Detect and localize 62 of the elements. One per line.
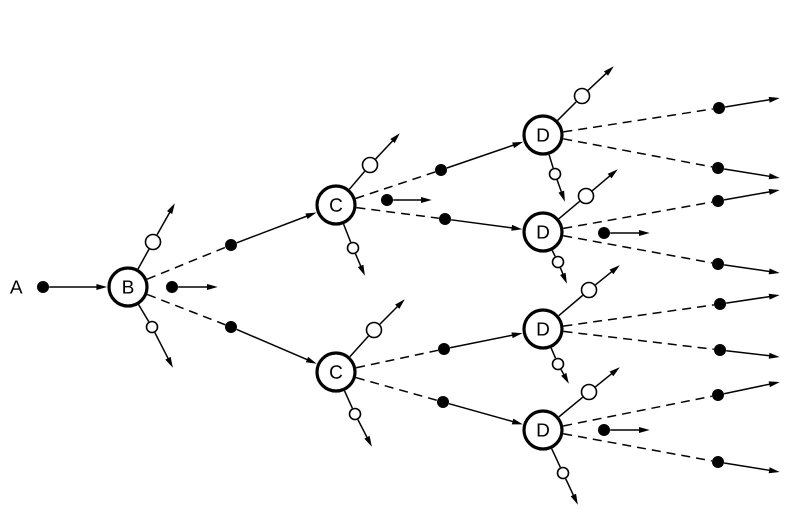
dot xyxy=(225,321,237,333)
line xyxy=(137,248,150,270)
dot xyxy=(712,456,724,468)
line xyxy=(138,304,150,322)
dashed-line xyxy=(356,350,438,368)
open-circle xyxy=(578,188,594,204)
dot xyxy=(439,213,451,225)
line xyxy=(548,154,554,168)
open-circle xyxy=(552,358,564,370)
open-circle xyxy=(346,242,360,254)
open-circle xyxy=(574,88,590,104)
open-circle xyxy=(580,282,598,298)
dashed-line xyxy=(563,138,712,168)
dot xyxy=(598,227,610,239)
dashed-line xyxy=(355,171,436,200)
dot xyxy=(714,344,726,356)
open-circle xyxy=(146,320,158,334)
dot xyxy=(37,281,49,293)
dashed-line xyxy=(356,376,438,402)
dashed-line xyxy=(563,234,712,264)
dot xyxy=(712,195,724,207)
dashed-line xyxy=(563,201,712,230)
dot xyxy=(435,164,447,176)
open-circle xyxy=(362,156,378,174)
dot xyxy=(712,389,724,401)
dashed-line xyxy=(563,432,712,462)
dashed-line xyxy=(146,246,226,280)
line xyxy=(551,448,562,468)
dot xyxy=(598,424,610,436)
line xyxy=(344,390,354,409)
dashed-line xyxy=(146,294,226,326)
line xyxy=(349,336,369,358)
open-circle xyxy=(366,322,382,338)
dot xyxy=(713,102,725,114)
dashed-line xyxy=(356,206,439,219)
dot xyxy=(438,343,450,355)
dashed-line xyxy=(563,304,714,327)
node-label: A xyxy=(10,280,23,294)
open-circle xyxy=(552,256,564,268)
dot xyxy=(714,298,726,310)
open-circle xyxy=(144,234,162,250)
line xyxy=(348,170,366,190)
open-circle xyxy=(556,466,570,480)
open-circle xyxy=(348,408,362,420)
dashed-line xyxy=(563,108,713,133)
dashed-line xyxy=(563,395,712,427)
line xyxy=(550,348,556,359)
dot xyxy=(712,162,724,174)
line xyxy=(558,294,584,316)
line xyxy=(558,200,580,220)
dot xyxy=(437,396,449,408)
line xyxy=(342,224,352,242)
line xyxy=(552,250,556,257)
dot xyxy=(712,258,724,270)
dot xyxy=(225,239,237,251)
line xyxy=(558,396,584,418)
open-circle xyxy=(580,384,598,400)
dot xyxy=(381,194,393,206)
dot xyxy=(166,281,178,293)
dashed-line xyxy=(563,330,714,350)
line xyxy=(557,101,577,121)
open-circle xyxy=(548,168,562,180)
